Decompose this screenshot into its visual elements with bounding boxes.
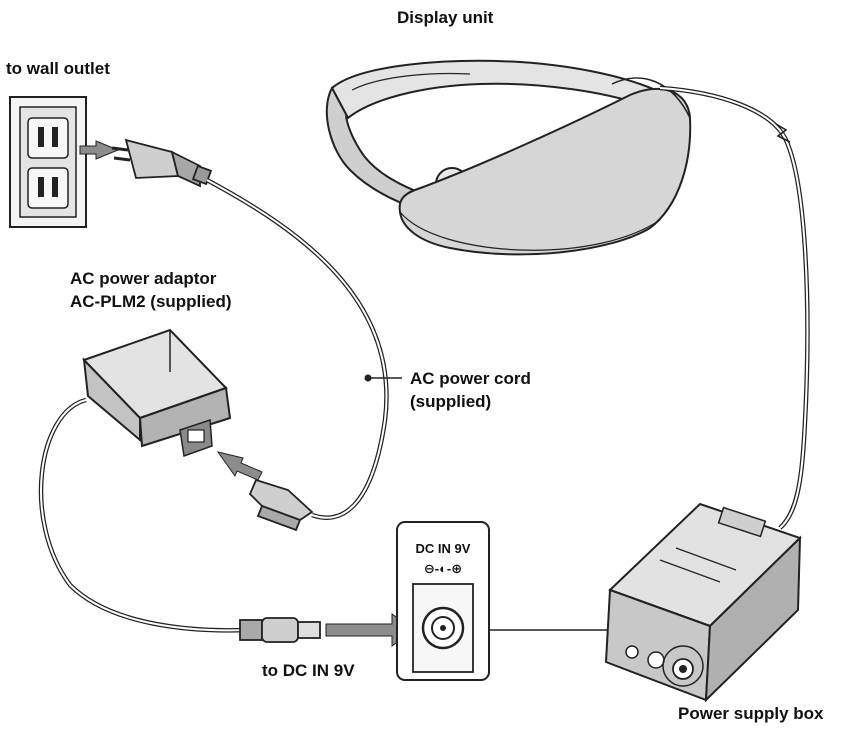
box-port-1	[625, 645, 639, 659]
cable-break-mark	[775, 123, 791, 143]
wall-outlet-label: to wall outlet	[6, 59, 110, 78]
dc-in-jack-panel	[396, 521, 490, 681]
display-unit	[325, 59, 692, 256]
wall-outlet	[9, 96, 87, 228]
ac-wall-plug	[111, 138, 213, 188]
power-supply-box-label: Power supply box	[678, 704, 824, 723]
adaptor-label-line1: AC power adaptor	[70, 269, 217, 288]
plug-in-arrow-icon	[79, 140, 120, 160]
dc-in-callout-circle	[662, 645, 704, 687]
jack-panel-title: DC IN 9V	[416, 541, 471, 556]
power-cord-label-line2: (supplied)	[410, 392, 492, 411]
power-supply-box	[604, 502, 802, 703]
box-port-2	[647, 651, 665, 669]
dc-plug	[239, 617, 321, 643]
display-unit-label: Display unit	[397, 8, 494, 27]
outlet-socket-lower	[27, 167, 69, 209]
dc-in-target-label: to DC IN 9V	[262, 661, 355, 680]
jack-polarity-symbol: ⊖-◐-⊕	[424, 561, 462, 576]
power-cord-label-line1: AC power cord	[410, 369, 531, 388]
figure8-connector	[248, 478, 314, 532]
ac-adaptor	[82, 328, 232, 458]
adaptor-label-line2: AC-PLM2 (supplied)	[70, 292, 232, 311]
outlet-socket-upper	[27, 117, 69, 159]
connector-in-arrow-icon	[216, 451, 263, 481]
